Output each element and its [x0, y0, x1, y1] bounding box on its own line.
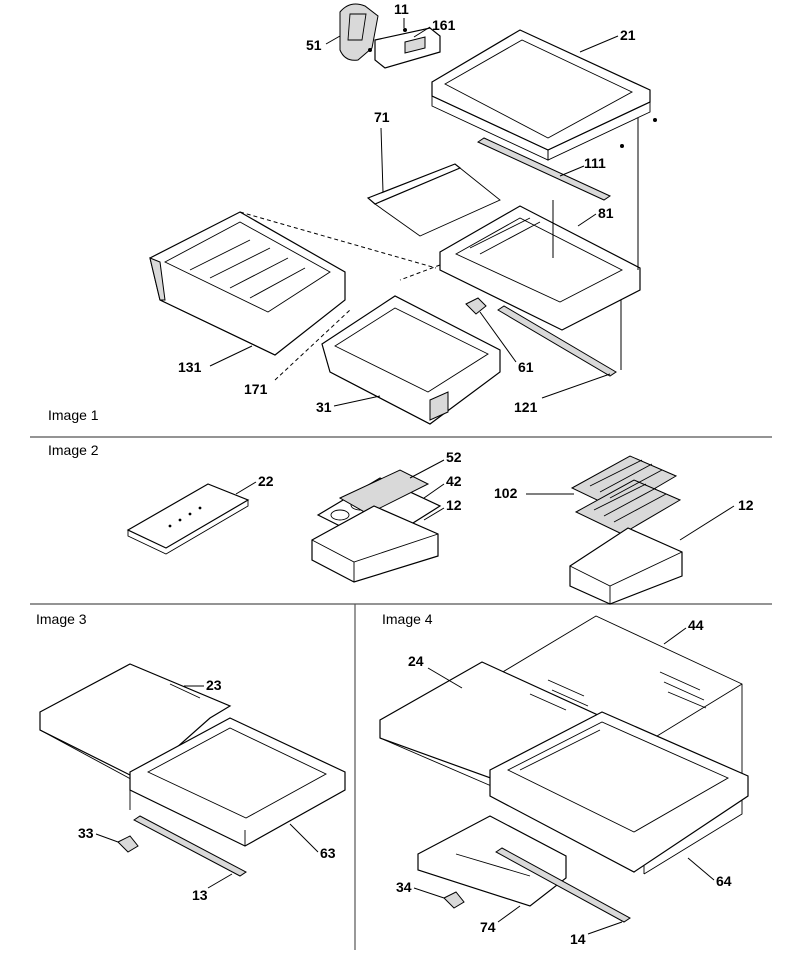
callout-74: 74 [480, 919, 496, 935]
part-121-rail [497, 305, 617, 377]
callout-71: 71 [374, 109, 390, 125]
callout-61: 61 [518, 359, 534, 375]
panel-title-image2: Image 2 [48, 442, 99, 458]
callout-171: 171 [244, 381, 268, 397]
part-71-shelf-panel [366, 163, 501, 237]
callout-102: 102 [494, 485, 518, 501]
part-12-bin-a [311, 505, 439, 583]
panel-image4: Image 4 24 44 [379, 611, 749, 947]
part-64-crisper-frame [489, 711, 749, 873]
callout-34: 34 [396, 879, 412, 895]
callout-121: 121 [514, 399, 538, 415]
panel-title-image1: Image 1 [48, 407, 99, 423]
callout-21: 21 [620, 27, 636, 43]
part-131-left-drawer [149, 211, 346, 356]
part-102-ice-trays [570, 455, 682, 535]
callout-52: 52 [446, 449, 462, 465]
callout-12a: 12 [446, 497, 462, 513]
part-111-rail [476, 137, 612, 201]
callout-24: 24 [408, 653, 424, 669]
callout-63: 63 [320, 845, 336, 861]
callout-22: 22 [258, 473, 274, 489]
part-63-crisper-frame [129, 717, 346, 847]
part-33-knob [117, 835, 139, 853]
callout-13: 13 [192, 887, 208, 903]
part-21-glass-shelf [431, 29, 657, 161]
part-161-bracket [368, 27, 441, 69]
part-51-dairy-door [339, 3, 379, 61]
part-31-right-drawer [321, 295, 501, 425]
part-22-small-shelf [126, 483, 250, 555]
part-34-knob [443, 891, 465, 909]
callout-111: 111 [584, 155, 606, 171]
panel-image1: Image 1 [48, 1, 657, 425]
part-23-glass-shelf [39, 663, 232, 785]
panel-image3: Image 3 23 33 63 13 [36, 611, 346, 903]
callout-12b: 12 [738, 497, 754, 513]
panel-image2: Image 2 [48, 442, 754, 605]
panel-title-image3: Image 3 [36, 611, 87, 627]
part-12-bin-b [569, 527, 683, 605]
callout-11: 11 [394, 1, 409, 17]
callout-131: 131 [178, 359, 202, 375]
part-52-egg-cover [338, 469, 430, 515]
callout-51: 51 [306, 37, 322, 53]
part-74-front-cover [417, 815, 567, 907]
part-13-rail [133, 815, 247, 877]
callout-81: 81 [598, 205, 614, 221]
callout-23: 23 [206, 677, 222, 693]
callout-64: 64 [716, 873, 732, 889]
callout-44: 44 [688, 617, 704, 633]
part-61-knob [465, 297, 487, 315]
panel-title-image4: Image 4 [382, 611, 433, 627]
callout-42: 42 [446, 473, 462, 489]
callout-31: 31 [316, 399, 332, 415]
callout-33: 33 [78, 825, 94, 841]
part-14-rail [495, 847, 631, 923]
callout-161: 161 [432, 17, 456, 33]
callout-14: 14 [570, 931, 586, 947]
part-81-crisper-cover [439, 205, 641, 331]
